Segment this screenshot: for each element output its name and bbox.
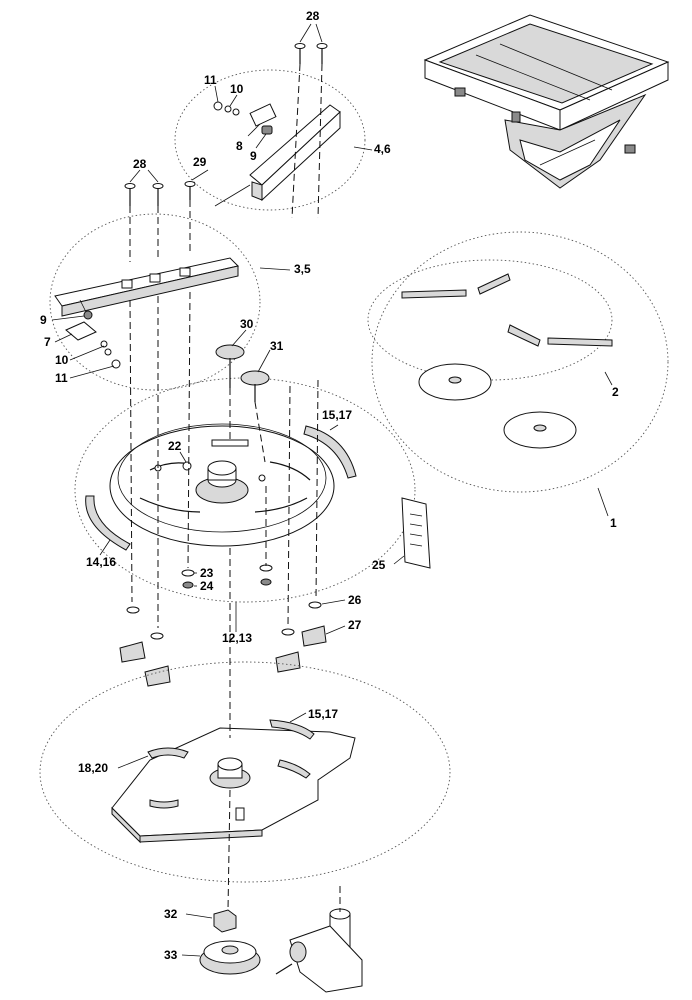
callout-28-mid: 28 bbox=[133, 157, 147, 171]
group-2 bbox=[367, 231, 669, 493]
main-disc-group bbox=[74, 377, 416, 603]
leader-lines bbox=[51, 23, 613, 957]
callout-29: 29 bbox=[193, 155, 207, 169]
callout-3-5: 3,5 bbox=[294, 262, 311, 276]
callout-10-top: 10 bbox=[230, 82, 244, 96]
callout-26: 26 bbox=[348, 593, 362, 607]
callout-11-top: 11 bbox=[204, 73, 217, 87]
callout-28-top: 28 bbox=[306, 9, 320, 23]
callout-15-17-bottom: 15,17 bbox=[308, 707, 338, 721]
callout-9-mid: 9 bbox=[40, 313, 47, 327]
callout-30: 30 bbox=[240, 317, 254, 331]
group-3-5 bbox=[49, 213, 261, 391]
callout-10-mid: 10 bbox=[55, 353, 69, 367]
group-4-6 bbox=[174, 69, 366, 211]
bolts-28-29-mid bbox=[124, 181, 196, 206]
callout-11-mid: 11 bbox=[55, 371, 68, 385]
callout-labels: 28 11 10 8 9 4,6 28 29 3,5 9 7 10 11 30 … bbox=[40, 9, 619, 962]
knobs-30-31 bbox=[215, 344, 270, 402]
callout-22: 22 bbox=[168, 439, 182, 453]
callout-15-17-top: 15,17 bbox=[322, 408, 352, 422]
callout-12-13: 12,13 bbox=[222, 631, 252, 645]
callout-4-6: 4,6 bbox=[374, 142, 391, 156]
bolts-28-top bbox=[294, 43, 328, 64]
callout-1: 1 bbox=[610, 516, 617, 530]
base-plate-group bbox=[39, 661, 451, 883]
callout-8: 8 bbox=[236, 139, 243, 153]
callout-25: 25 bbox=[372, 558, 386, 572]
fasteners-lower bbox=[119, 564, 327, 687]
callout-27: 27 bbox=[348, 618, 362, 632]
drive-group bbox=[199, 908, 363, 993]
callout-2: 2 bbox=[612, 385, 619, 399]
callout-18-20: 18,20 bbox=[78, 761, 108, 775]
assembly-axes bbox=[129, 63, 341, 912]
callout-14-16: 14,16 bbox=[86, 555, 116, 569]
callout-33: 33 bbox=[164, 948, 178, 962]
callout-24: 24 bbox=[200, 579, 214, 593]
callout-23: 23 bbox=[200, 566, 214, 580]
callout-7: 7 bbox=[44, 335, 51, 349]
hopper-illustration bbox=[423, 14, 670, 189]
callout-32: 32 bbox=[164, 907, 178, 921]
plate-25 bbox=[401, 497, 431, 569]
callout-31: 31 bbox=[270, 339, 284, 353]
callout-9-top: 9 bbox=[250, 149, 257, 163]
